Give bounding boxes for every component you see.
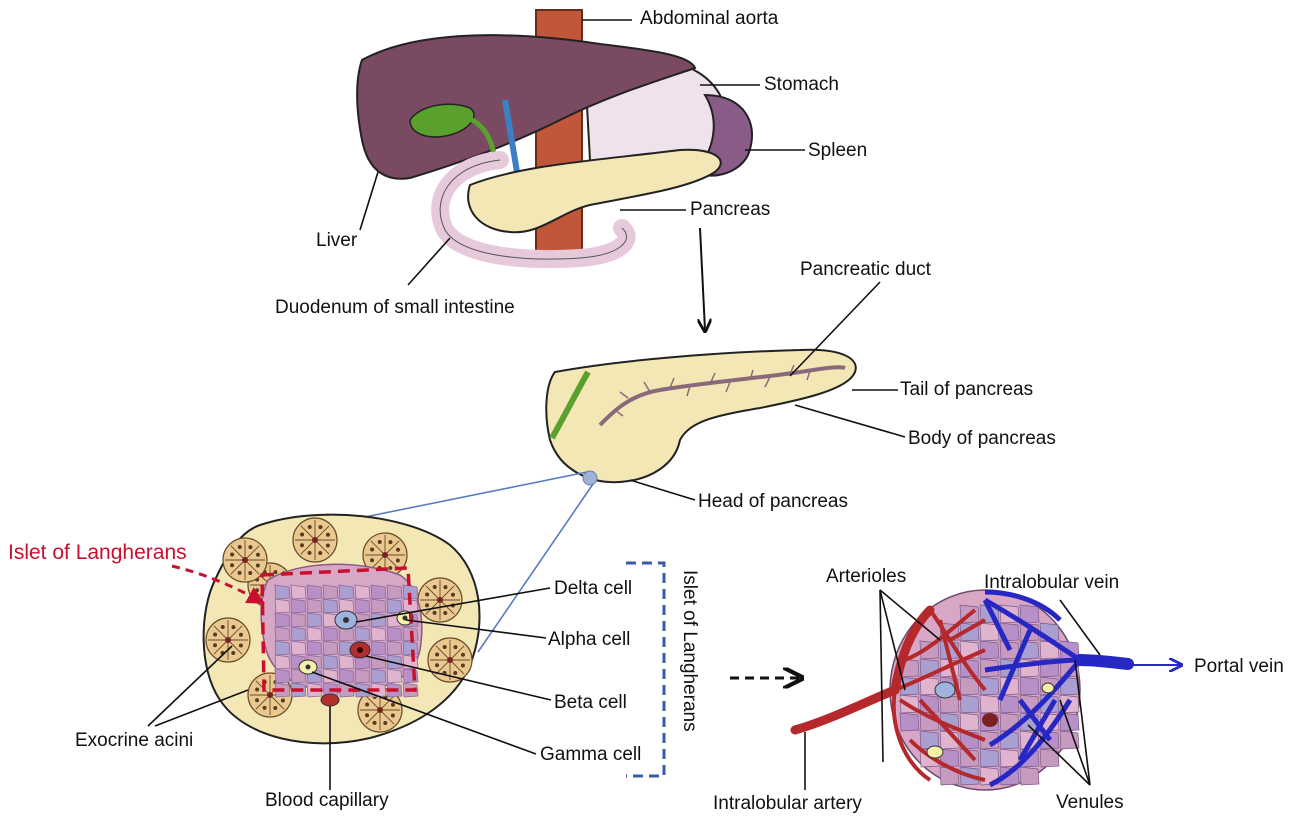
islet-cell	[323, 627, 338, 641]
vascular-alpha-cell	[935, 682, 955, 698]
label-blood-capillary: Blood capillary	[265, 790, 389, 812]
vascular-cell	[960, 695, 979, 713]
islet-cell	[291, 599, 306, 613]
islet-cell	[355, 627, 370, 641]
intralobular-vein-vessel	[1080, 660, 1128, 664]
islet-cell	[371, 669, 386, 683]
islet-cell	[275, 655, 290, 669]
vascular-cell	[960, 713, 979, 731]
vascular-yellow-cell	[927, 746, 943, 758]
islet-cell	[323, 585, 338, 599]
label-delta-cell: Delta cell	[554, 578, 632, 600]
islet-section	[172, 515, 480, 744]
islet-cell	[323, 641, 338, 655]
acinus	[418, 578, 462, 622]
acinus	[206, 618, 250, 662]
label-spleen: Spleen	[808, 140, 867, 162]
label-intralobular-vein: Intralobular vein	[984, 572, 1119, 594]
label-head-of-pancreas: Head of pancreas	[698, 491, 848, 513]
label-tail-of-pancreas: Tail of pancreas	[900, 379, 1033, 401]
label-alpha-cell: Alpha cell	[548, 629, 630, 651]
islet-cell	[291, 641, 306, 655]
islet-cell	[339, 585, 354, 599]
islet-cell	[323, 599, 338, 613]
label-pancreatic-duct: Pancreatic duct	[800, 259, 931, 281]
islet-cell	[275, 599, 290, 613]
islet-cell	[275, 641, 290, 655]
vascular-cell	[900, 713, 919, 731]
islet-cell	[275, 613, 290, 627]
islet-cell	[275, 585, 290, 599]
islet-cell	[275, 627, 290, 641]
islet-cell	[387, 641, 402, 655]
islet-cell	[275, 669, 290, 683]
islet-cell	[307, 613, 322, 627]
vascular-yellow-cell-2	[1042, 683, 1054, 693]
label-liver: Liver	[316, 230, 357, 252]
islet-cell	[307, 627, 322, 641]
islet-cell	[371, 599, 386, 613]
label-body-of-pancreas: Body of pancreas	[908, 428, 1056, 450]
acinus	[293, 518, 337, 562]
islet-cell	[339, 655, 354, 669]
islet-cell	[387, 599, 402, 613]
islet-cell	[371, 627, 386, 641]
blood-capillary	[321, 694, 339, 706]
label-pancreas: Pancreas	[690, 199, 770, 221]
pancreas-detail	[546, 350, 855, 485]
label-arterioles: Arterioles	[826, 566, 906, 588]
islet-cell	[323, 655, 338, 669]
islet-cell	[387, 585, 402, 599]
islet-cell	[291, 627, 306, 641]
islet-cell	[371, 613, 386, 627]
label-stomach: Stomach	[764, 74, 839, 96]
vascular-cell	[980, 695, 999, 713]
islet-cell	[307, 599, 322, 613]
islet-cell	[339, 669, 354, 683]
label-exocrine-acini: Exocrine acini	[75, 730, 193, 752]
islet-cell	[355, 585, 370, 599]
label-portal-vein: Portal vein	[1194, 656, 1284, 678]
label-duodenum: Duodenum of small intestine	[275, 297, 515, 319]
label-beta-cell: Beta cell	[554, 692, 627, 714]
label-venules: Venules	[1056, 792, 1124, 814]
label-islet-bracket: Islet of Langherans	[678, 570, 700, 732]
islet-cell	[387, 627, 402, 641]
islet-cell	[307, 641, 322, 655]
islet-cell	[403, 641, 418, 655]
label-intralobular-artery: Intralobular artery	[713, 793, 862, 815]
islet-cell	[371, 641, 386, 655]
islet-cell	[291, 585, 306, 599]
vascular-cell	[1020, 767, 1039, 785]
islet-cell	[307, 585, 322, 599]
islet-cell	[387, 669, 402, 683]
vascular-cell	[1020, 677, 1039, 695]
vascular-cell	[980, 749, 999, 767]
label-abdominal-aorta: Abdominal aorta	[640, 8, 778, 30]
islet-cell	[291, 613, 306, 627]
label-islet-of-langherans: Islet of Langherans	[8, 542, 187, 564]
islet-cell	[355, 599, 370, 613]
islet-cell	[371, 585, 386, 599]
islet-cell	[355, 669, 370, 683]
label-gamma-cell: Gamma cell	[540, 744, 641, 766]
organ-group	[357, 10, 752, 260]
vascular-beta-cell	[982, 713, 998, 727]
organ-to-pancreas-arrow	[700, 228, 705, 330]
